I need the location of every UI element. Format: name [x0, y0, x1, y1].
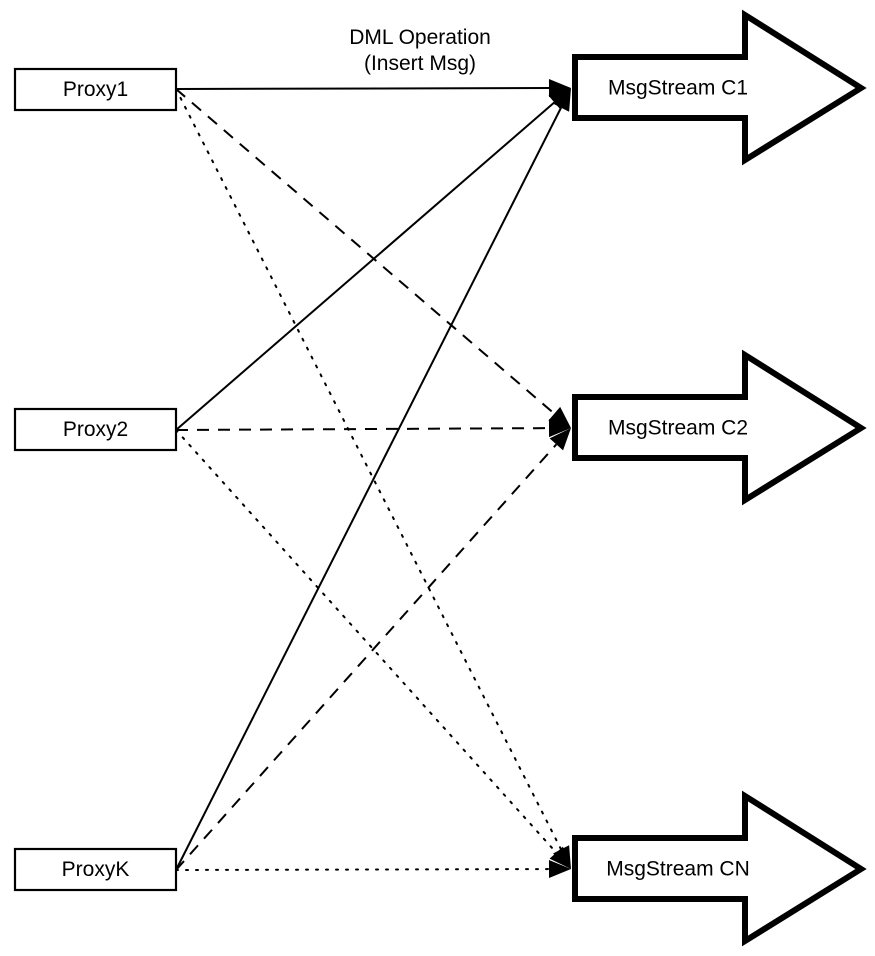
- edge-shaft-solid: [175, 101, 556, 431]
- edge-shaft-solid: [175, 87, 550, 90]
- block-arrow-shape: [572, 9, 867, 166]
- edge-proxy1-to-c1: [175, 79, 571, 98]
- block-arrow-shape: [572, 349, 867, 506]
- msgstream-stream_c2[interactable]: MsgStream C2: [572, 349, 867, 506]
- proxy-node-proxy2[interactable]: Proxy2: [13, 407, 178, 452]
- proxy-box-shape: [13, 847, 178, 892]
- msgstream-arrows-layer: MsgStream C1 MsgStream C2 MsgStream CN: [572, 9, 867, 947]
- edges-layer: [175, 79, 571, 879]
- edge-proxy2-to-c2: [175, 419, 571, 438]
- proxy-node-proxyK[interactable]: ProxyK: [13, 847, 178, 892]
- msgstream-stream_c1[interactable]: MsgStream C1: [572, 9, 867, 166]
- arrowhead-icon: [548, 79, 571, 98]
- edge-shaft-solid: [175, 107, 562, 871]
- proxy-label: Proxy1: [63, 78, 128, 101]
- msgstream-label: MsgStream C1: [608, 77, 748, 100]
- arrowhead-icon: [548, 419, 571, 438]
- dml-operation-label-line1: DML Operation: [349, 26, 491, 49]
- arrowhead-icon: [553, 88, 571, 112]
- proxy-label: ProxyK: [62, 858, 130, 881]
- edge-proxyK-to-c1: [175, 88, 571, 871]
- msgstream-stream_cn[interactable]: MsgStream CN: [572, 790, 867, 947]
- proxy-node-proxy1[interactable]: Proxy1: [13, 67, 178, 112]
- edge-proxy2-to-cn: [175, 429, 571, 869]
- edge-shaft-dotted: [175, 88, 563, 851]
- msgstream-label: MsgStream CN: [606, 858, 750, 881]
- arrowhead-icon: [548, 406, 571, 428]
- arrowhead-icon: [549, 846, 571, 869]
- block-arrow-shape: [572, 790, 867, 947]
- edge-shaft-dotted: [175, 868, 551, 871]
- proxy-box-shape: [13, 67, 178, 112]
- arrowhead-icon: [549, 428, 571, 451]
- arrowhead-icon: [548, 860, 571, 879]
- edge-shaft-dashed: [175, 427, 550, 431]
- edge-shaft-dashed: [175, 88, 555, 415]
- edge-proxy2-to-c1: [175, 88, 571, 431]
- edge-proxyK-to-c2: [175, 428, 571, 871]
- proxy-box-shape: [13, 407, 178, 452]
- edge-proxyK-to-cn: [175, 860, 571, 879]
- edge-proxy1-to-c2: [175, 88, 571, 428]
- edge-shaft-dashed: [175, 443, 558, 871]
- dml-operation-label-line2: (Insert Msg): [364, 52, 476, 75]
- msgstream-label: MsgStream C2: [608, 417, 748, 440]
- proxy-label: Proxy2: [63, 418, 128, 441]
- edge-annotation: DML Operation (Insert Msg): [349, 26, 491, 75]
